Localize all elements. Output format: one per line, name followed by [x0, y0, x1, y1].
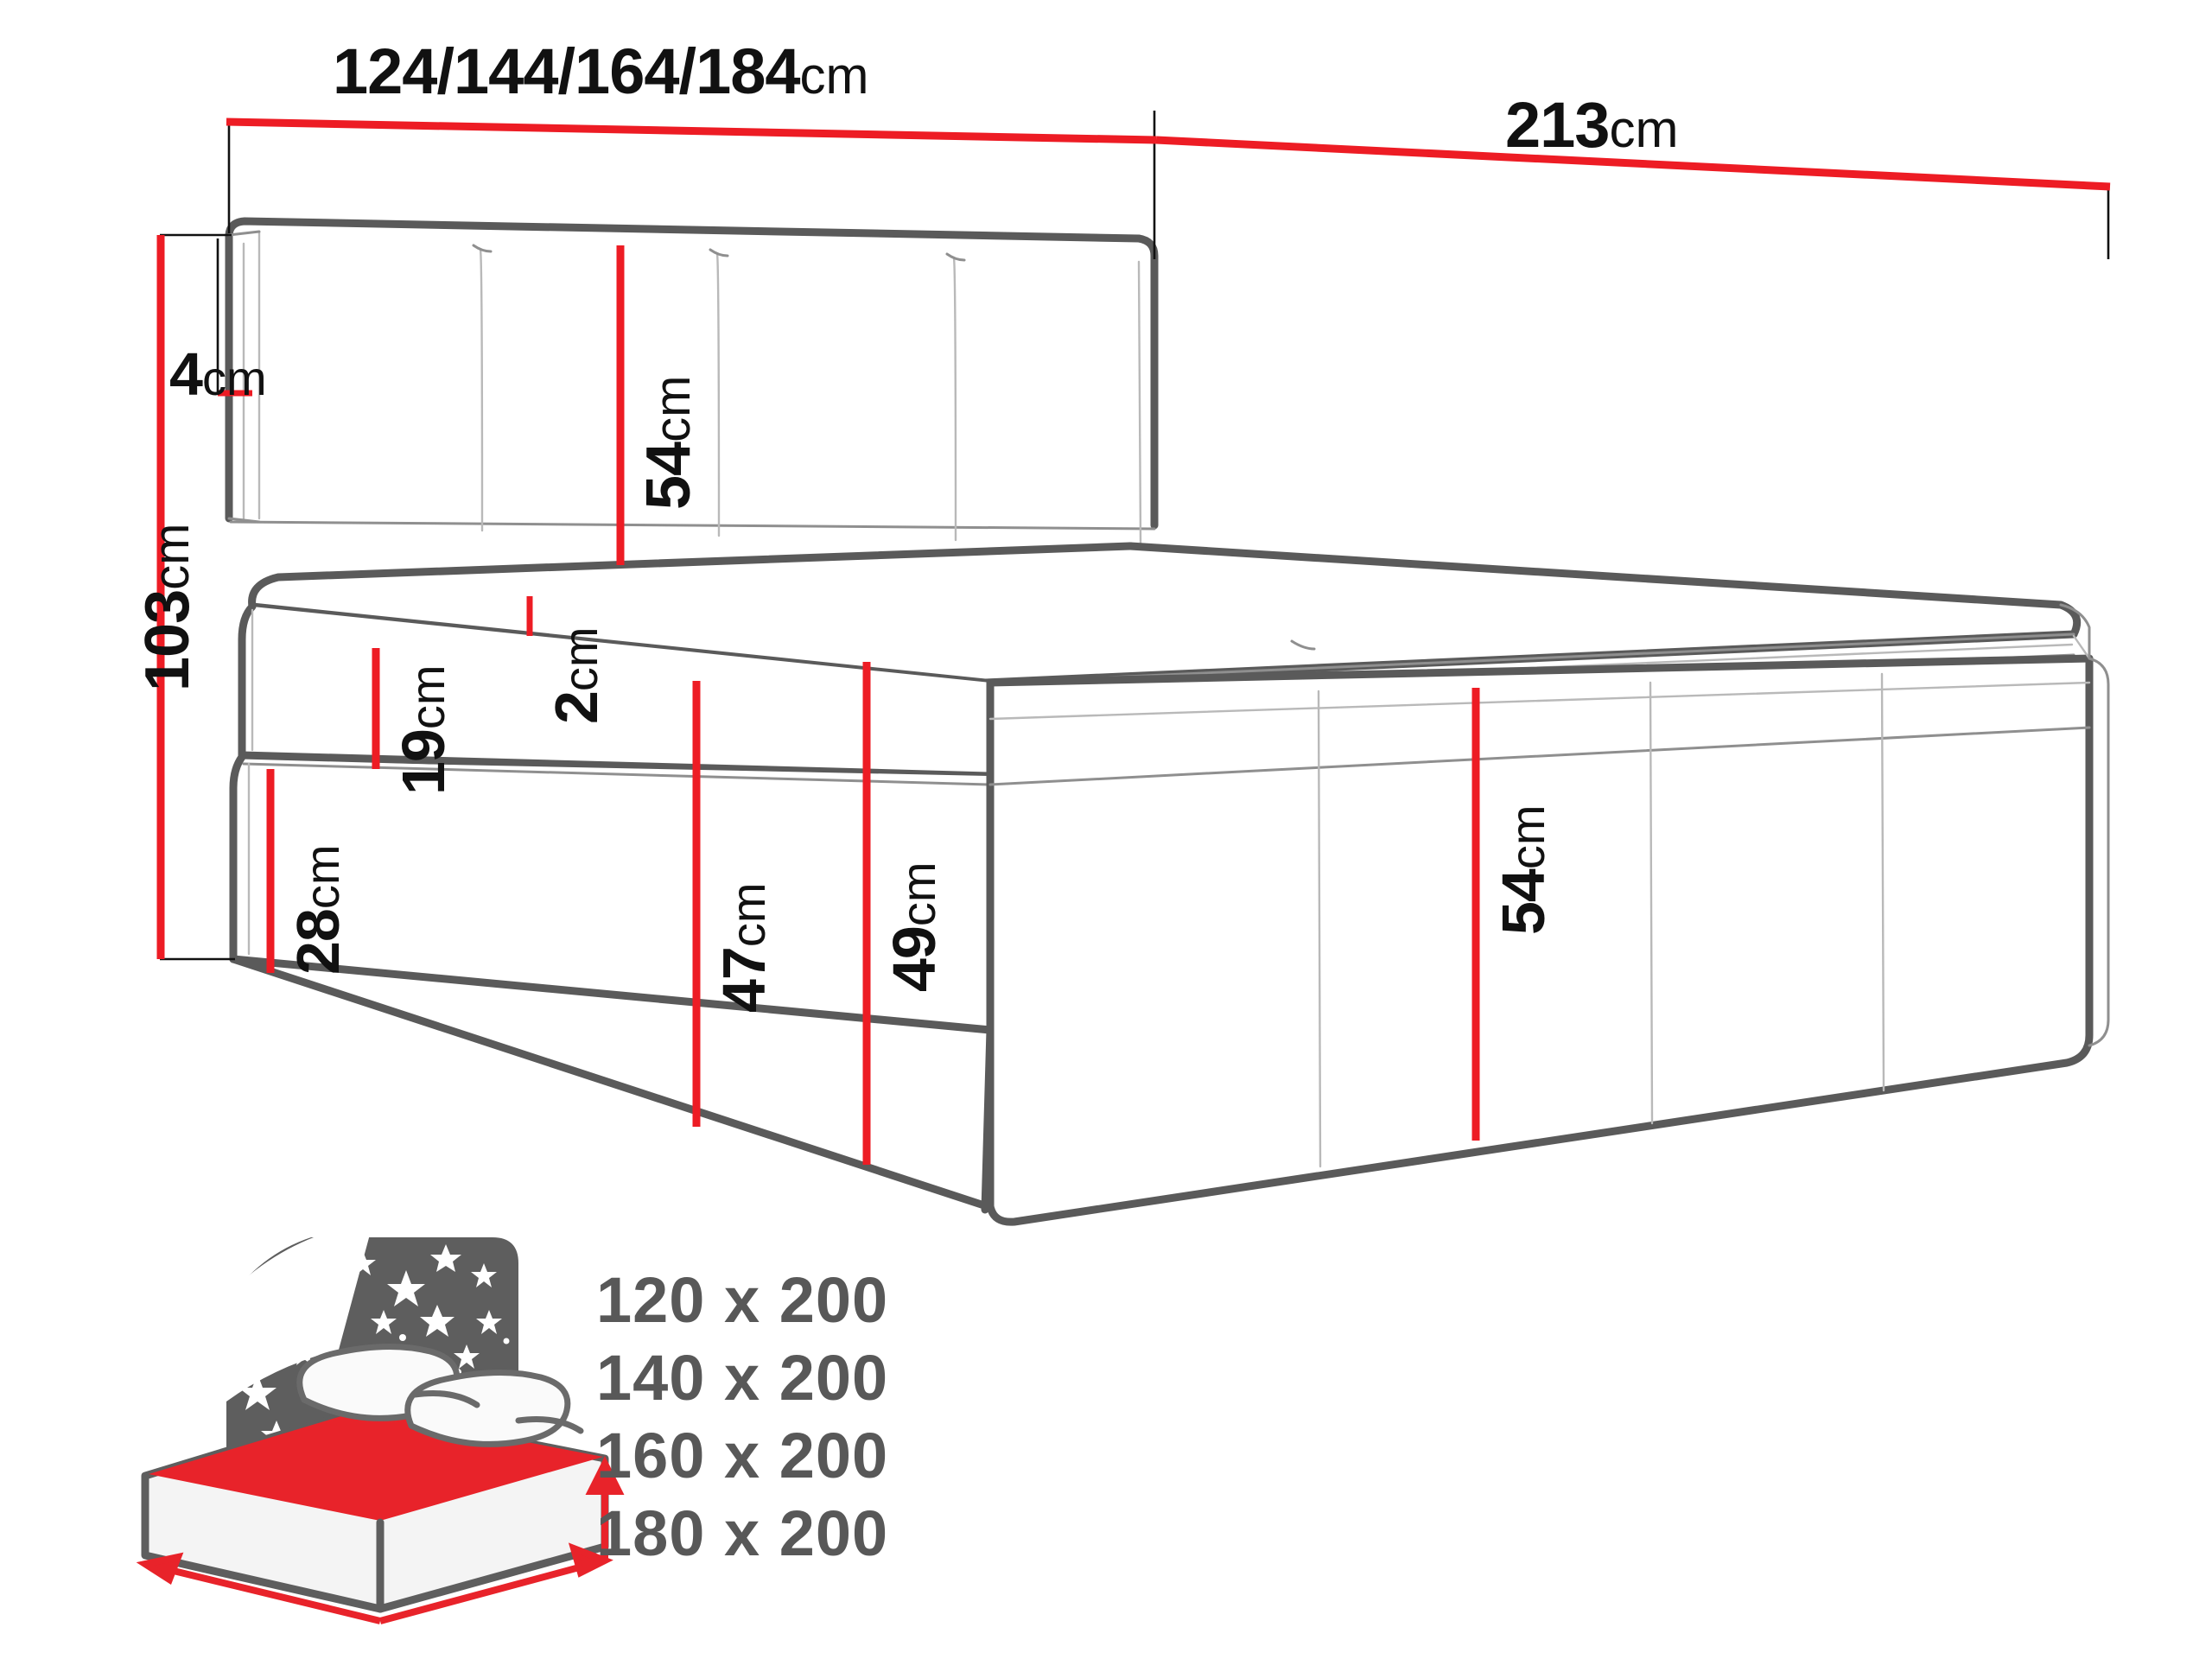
dimension-value-bed-length: 213 — [1505, 89, 1610, 161]
mattress-size-item-2: 160 x 200 — [596, 1420, 889, 1491]
mattress-size-item-3: 180 x 200 — [596, 1497, 889, 1569]
dimension-unit-headboard-top-pad: cm — [201, 351, 267, 405]
mattress-size-item-1: 140 x 200 — [596, 1342, 889, 1414]
dimension-value-headboard-top-pad: 4 — [169, 340, 203, 408]
dimension-label-bed-width: 124/144/164/184cm — [333, 40, 869, 104]
dimension-value-bed-width: 124/144/164/184 — [333, 35, 801, 107]
dimension-unit-bed-width: cm — [799, 47, 869, 105]
dimension-unit-bed-length: cm — [1609, 100, 1679, 158]
dimension-label-bed-length: 213cm — [1505, 93, 1678, 157]
mattress-size-item-0: 120 x 200 — [596, 1264, 889, 1336]
dimension-label-headboard-top-pad: 4cm — [169, 344, 267, 404]
